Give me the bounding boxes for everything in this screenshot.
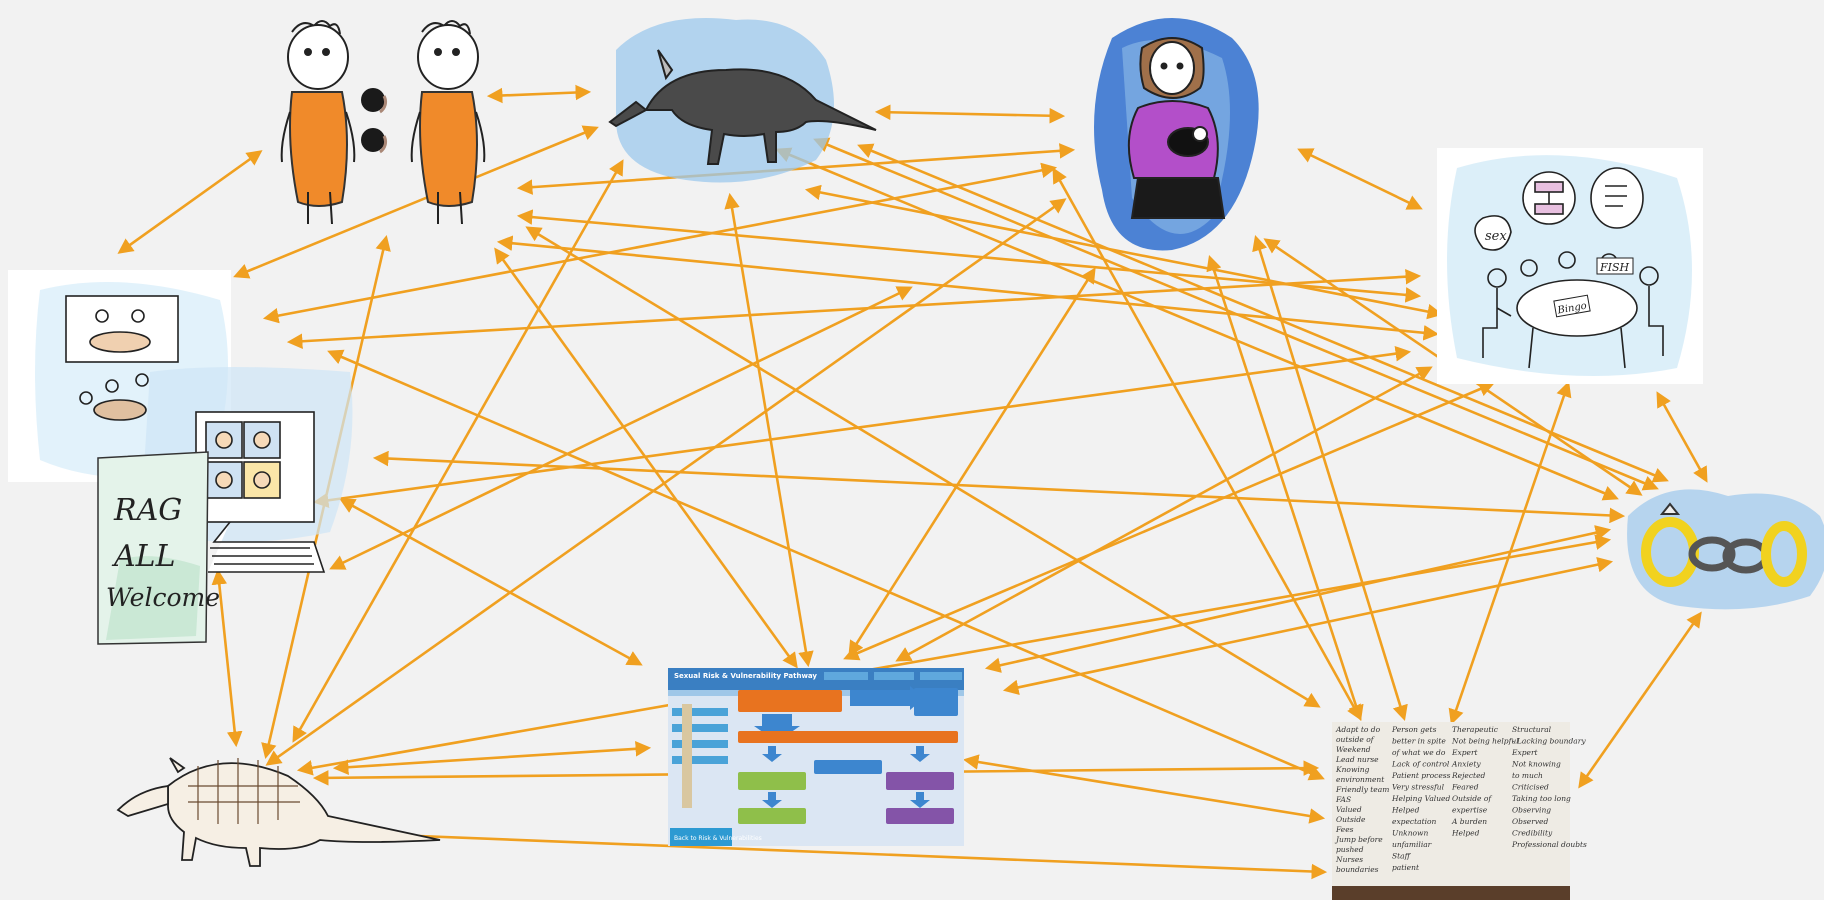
connection-arrow (211, 568, 243, 748)
pathway-slide-title: Sexual Risk & Vulnerability Pathway (674, 672, 817, 680)
connection-arrow (874, 104, 1066, 124)
connection-arrow (329, 286, 913, 570)
connection-arrow (775, 147, 1619, 501)
person-left-figure (280, 20, 356, 225)
pathway-slide: Sexual Risk & Vulnerability Pathway Back… (668, 668, 964, 846)
connection-arrow (332, 741, 652, 775)
connection-arrow (1448, 381, 1572, 725)
notes-line: Feared (1451, 783, 1479, 792)
notes-line: Jump before (1334, 835, 1383, 844)
connection-arrow (494, 247, 798, 669)
person-right-figure (410, 20, 486, 225)
rag-all-welcome-sign: RAG ALL Welcome (97, 451, 220, 645)
notes-line: FAS (1335, 795, 1351, 804)
notes-line: Helped (1451, 829, 1480, 838)
table-card-text: Bingo (1556, 301, 1588, 317)
bubble-text-fish: FISH (1599, 261, 1630, 274)
notes-line: Knowing (1335, 765, 1370, 774)
notes-line: Professional doubts (1511, 840, 1587, 849)
connection-arrow (1656, 391, 1708, 483)
pathway-slide-footer-button: Back to Risk & Vulnerabilities (674, 835, 762, 842)
connection-arrow (372, 450, 1626, 524)
notes-line: Very stressful (1392, 783, 1445, 792)
notes-line: expectation (1392, 817, 1437, 826)
notes-line: Lead nurse (1335, 755, 1379, 764)
notes-line: Friendly team (1335, 785, 1389, 794)
notes-line: expertise (1452, 806, 1488, 815)
notes-line: Rejected (1451, 771, 1486, 780)
connection-arrow (848, 267, 1096, 657)
two-people-conversation (280, 20, 486, 225)
notes-line: Criticised (1512, 783, 1549, 792)
notes-line: to much (1512, 771, 1543, 780)
connection-arrow (486, 84, 592, 104)
speech-dot-icon (361, 88, 385, 112)
notes-line: Outside (1336, 815, 1366, 824)
notes-line: A burden (1451, 817, 1487, 826)
notes-line: Observed (1512, 817, 1548, 826)
notes-line: environment (1336, 775, 1385, 784)
notes-line: Adapt to do (1335, 725, 1381, 734)
notes-line: Lack of control (1391, 760, 1450, 769)
notes-line: Not knowing (1511, 760, 1561, 769)
connection-arrow (1252, 235, 1408, 721)
connection-arrow (1297, 148, 1423, 210)
notes-line: - Lacking boundary (1512, 737, 1586, 746)
meeting-collage: RAG ALL Welcome (8, 270, 353, 645)
notes-line: Structural (1512, 725, 1552, 734)
aardvark-sketch (608, 18, 877, 183)
notes-line: patient (1392, 863, 1420, 872)
chain-rings (1627, 489, 1824, 610)
notes-line: Taking too long (1512, 794, 1571, 803)
notes-line: Staff (1392, 852, 1412, 861)
rag-sign-line-3: Welcome (106, 583, 220, 612)
notes-line: Unknown (1392, 829, 1428, 838)
speech-dot-icon (361, 128, 385, 152)
rag-sign-line-1: RAG (113, 493, 182, 528)
connection-arrow (339, 498, 643, 666)
connection-arrow (984, 525, 1612, 673)
notes-line: Expert (1511, 748, 1539, 757)
notes-line: unfamiliar (1392, 840, 1432, 849)
notes-line: of what we do (1392, 748, 1446, 757)
notes-line: Person gets (1391, 725, 1437, 734)
connection-arrow (286, 268, 1422, 350)
notes-line: Expert (1451, 748, 1479, 757)
notes-line: Anxiety (1451, 760, 1481, 769)
notes-line: Patient process (1391, 771, 1451, 780)
notes-line: boundaries (1336, 865, 1379, 874)
connection-arrow (724, 192, 814, 668)
connection-arrow (314, 824, 1328, 880)
notes-line: Nurses (1335, 855, 1363, 864)
notes-line: Valued (1336, 805, 1362, 814)
connection-arrow (1578, 611, 1702, 789)
connection-arrow (117, 150, 263, 254)
notes-line: Outside of (1452, 794, 1492, 803)
notes-line: Fees (1335, 825, 1354, 834)
notes-line: Helping Valued (1391, 794, 1450, 803)
notes-line: better in spite (1392, 737, 1446, 746)
notes-line: Observing (1512, 806, 1551, 815)
notes-line: pushed (1336, 845, 1364, 854)
notes-column-2: Person gets better in spite of what we do L… (1391, 725, 1451, 872)
person-holding-bird (1094, 18, 1259, 251)
bubble-text-sex: sex (1485, 229, 1507, 244)
notes-line: Not being helpful (1451, 737, 1519, 746)
group-discussion-table: sex FISH Bingo (1437, 148, 1703, 384)
connection-arrow (1052, 167, 1362, 721)
armadillo-sketch (116, 757, 441, 867)
notes-line: Credibility (1512, 829, 1553, 838)
notes-line: outside of (1336, 735, 1375, 744)
notes-line: Weekend (1336, 745, 1371, 754)
notes-line: Helped (1391, 806, 1420, 815)
notes-line: Therapeutic (1452, 725, 1499, 734)
rag-sign-line-2: ALL (111, 539, 176, 574)
connection-arrow (296, 534, 1612, 776)
